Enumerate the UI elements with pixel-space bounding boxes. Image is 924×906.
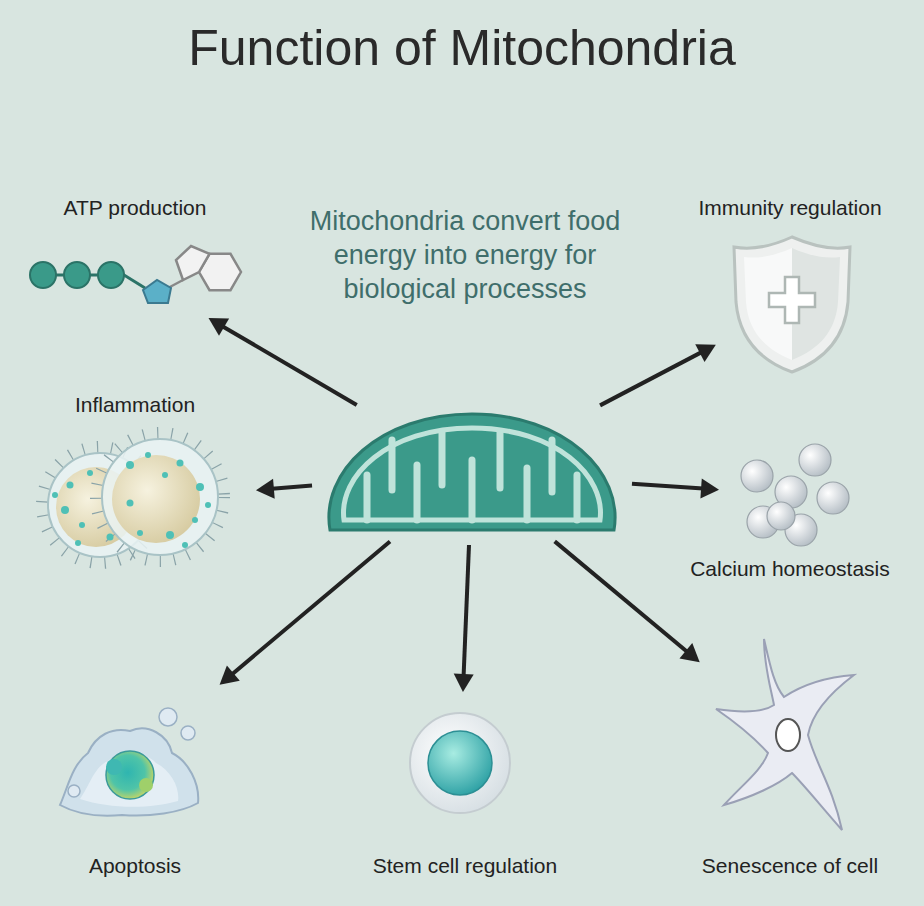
arrow-head <box>220 665 240 684</box>
function-label: Senescence of cell <box>675 853 905 878</box>
function-label: Inflammation <box>20 392 250 417</box>
arrow-line <box>464 545 469 676</box>
arrow-head <box>454 674 474 692</box>
function-node: Inflammation <box>20 390 250 580</box>
arrow-connector <box>256 479 312 499</box>
stem-cell <box>405 708 515 818</box>
function-label: Stem cell regulation <box>340 853 590 878</box>
function-node: Immunity regulation <box>675 192 905 382</box>
shield-icon <box>730 232 855 377</box>
arrow-line <box>632 484 703 489</box>
arrow-line <box>555 541 688 652</box>
arrow-head <box>256 479 275 499</box>
mitochondrion-node: Mitochondria convert food energy into en… <box>290 200 640 540</box>
calcium-spheres <box>735 440 855 550</box>
description-text: Mitochondria convert food energy into en… <box>290 205 640 306</box>
arrow-head <box>695 344 716 362</box>
arrow-connector <box>454 545 474 692</box>
arrow-line <box>232 541 390 674</box>
function-label: Apoptosis <box>20 853 250 878</box>
arrow-connector <box>555 541 700 662</box>
arrow-head <box>679 643 699 662</box>
arrow-head <box>209 318 230 336</box>
arrow-line <box>600 352 702 405</box>
apoptotic-cell <box>50 695 210 825</box>
function-node: Apoptosis <box>20 690 250 885</box>
arrow-line <box>222 326 356 405</box>
senescent-cell <box>712 635 862 835</box>
immune-cells <box>30 425 240 575</box>
arrow-line <box>272 486 312 489</box>
atp-molecule <box>25 240 245 310</box>
function-node: Senescence of cell <box>675 630 905 885</box>
diagram-title: Function of Mitochondria <box>0 18 924 78</box>
function-node: ATP production <box>20 192 250 312</box>
arrow-connector <box>632 478 719 498</box>
function-label: Immunity regulation <box>675 195 905 220</box>
arrow-connector <box>209 318 357 405</box>
arrow-head <box>700 478 719 498</box>
arrow-connector <box>600 344 716 405</box>
function-label: ATP production <box>20 195 250 220</box>
function-node: Calcium homeostasis <box>675 438 905 586</box>
mitochondrion-shape <box>322 410 622 535</box>
arrow-connector <box>220 541 390 684</box>
function-label: Calcium homeostasis <box>675 556 905 581</box>
function-node: Stem cell regulation <box>340 700 590 885</box>
